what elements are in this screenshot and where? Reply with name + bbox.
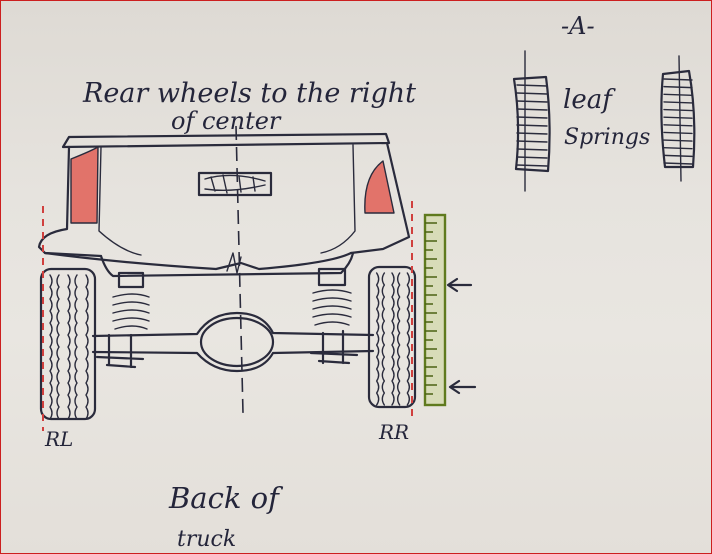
view-marker-a: -A-	[561, 12, 595, 40]
rear-right-label: RR	[378, 420, 409, 444]
bottom-label-1: Back of	[168, 481, 284, 515]
straightedge	[423, 213, 447, 407]
rear-left-label: RL	[44, 427, 73, 451]
differential	[199, 316, 275, 368]
right-taillight	[364, 161, 394, 213]
springs-label: Springs	[564, 125, 650, 150]
title-line-2: of center	[171, 107, 282, 135]
bottom-label-2: truck	[177, 527, 236, 552]
title-line-1: Rear wheels to the right	[82, 78, 416, 109]
coil-spring-left	[95, 271, 150, 369]
rear-right-wheel	[367, 265, 417, 409]
leaf-spring-left	[512, 50, 551, 192]
leaf-label: leaf	[563, 85, 616, 115]
truck-body	[37, 132, 411, 278]
coil-spring-right	[309, 267, 359, 365]
arrow-upper	[446, 277, 473, 293]
rear-left-wheel	[39, 267, 97, 421]
left-taillight	[71, 147, 98, 223]
arrow-lower	[448, 379, 477, 395]
license-plate	[197, 171, 273, 197]
leaf-spring-right	[660, 55, 696, 182]
rear-axle	[91, 311, 375, 373]
